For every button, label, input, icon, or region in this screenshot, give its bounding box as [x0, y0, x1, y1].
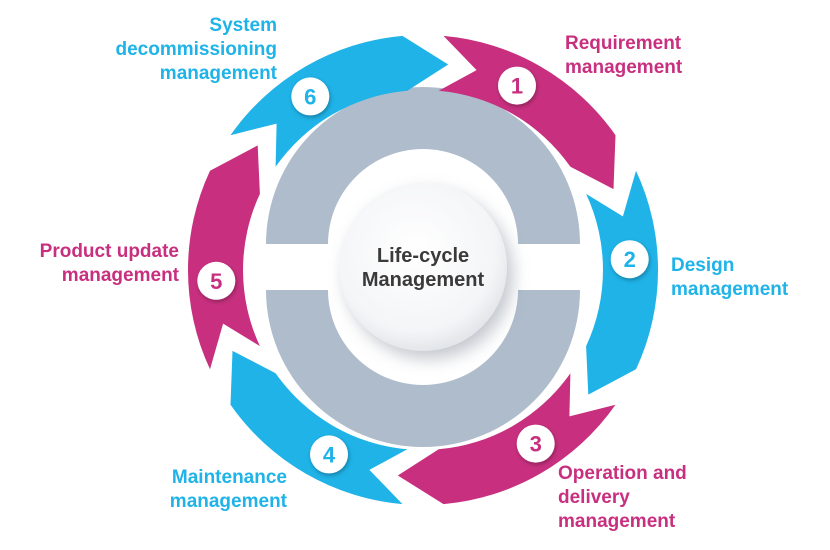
stage-5-arrow-segment [187, 145, 260, 370]
stage-4-label: Maintenance management [170, 466, 287, 514]
stage-5-badge [197, 261, 236, 300]
stage-4-number: 4 [323, 442, 336, 467]
stage-1-label-line: management [565, 57, 683, 78]
stage-3-badge [516, 424, 555, 463]
stage-3-number: 3 [530, 432, 542, 457]
stage-6-badge [291, 77, 330, 116]
cycle-segments [187, 35, 659, 505]
stage-3-label-line: management [558, 511, 676, 532]
center-circle [339, 183, 507, 351]
center-title-line1: Life-cycle [377, 245, 469, 267]
stage-4-label-line: Maintenance [171, 467, 287, 488]
stage-3-label-line: delivery [558, 487, 630, 508]
stage-4-arrow-segment [230, 350, 408, 505]
stage-2-badge [610, 240, 649, 279]
stage-1-badge [498, 66, 536, 105]
stage-2-label-line: Design [671, 255, 735, 276]
stage-6-label-line: management [159, 63, 277, 84]
stage-3-label-line: Operation and [558, 463, 687, 484]
gray-ring-top-half [266, 87, 580, 244]
stage-6-label: System decommissioning management [115, 14, 277, 86]
stage-2-number: 2 [624, 247, 636, 272]
stage-6-label-line: decommissioning [115, 39, 277, 60]
stage-2-arrow-segment [586, 170, 659, 395]
stage-5-label: Product update management [40, 240, 179, 288]
stage-6-arrow-segment [230, 35, 449, 167]
stage-1-number: 1 [511, 74, 523, 99]
center-title-line2: Management [362, 269, 485, 291]
stage-1-label: Requirement management [565, 32, 682, 80]
stage-6-number: 6 [304, 84, 316, 109]
stage-4-badge [310, 435, 348, 474]
stage-5-label-line: management [61, 265, 179, 286]
stage-2-label: Design management [671, 254, 788, 302]
stage-1-label-line: Requirement [565, 33, 682, 54]
stage-3-label: Operation and delivery management [558, 462, 687, 534]
stage-5-label-line: Product update [39, 241, 179, 262]
stage-4-label-line: management [169, 491, 287, 512]
stage-3-arrow-segment [397, 373, 616, 505]
stage-1-arrow-segment [438, 35, 616, 190]
stage-2-label-line: management [671, 279, 789, 300]
inner-gray-ring [266, 87, 580, 447]
stage-5-number: 5 [210, 269, 222, 294]
stage-badges: 1 2 3 4 5 6 [197, 66, 649, 474]
stage-6-label-line: System [209, 15, 277, 36]
gray-ring-bottom-half [266, 290, 580, 447]
